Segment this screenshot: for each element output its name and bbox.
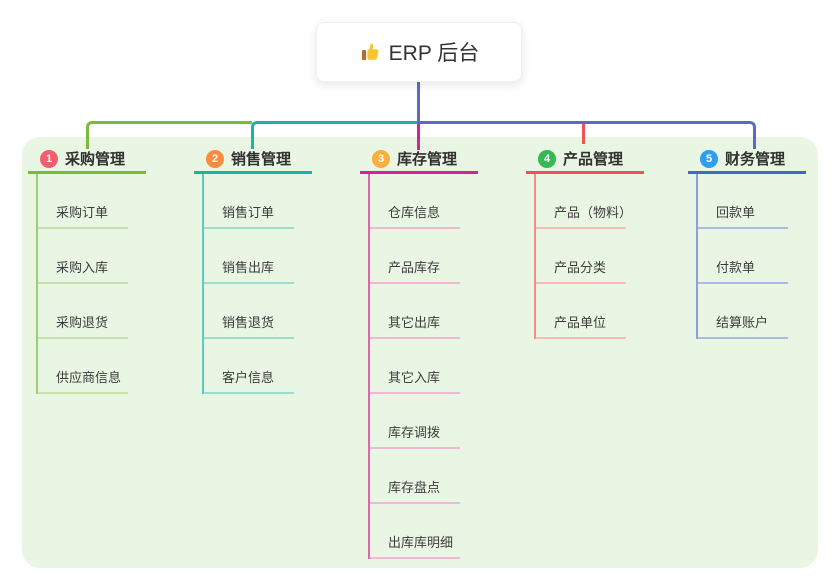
child-node[interactable]: 销售退货 bbox=[204, 284, 294, 339]
branch-number-badge: 5 bbox=[700, 149, 718, 168]
branch-number-badge: 2 bbox=[206, 149, 224, 168]
child-node[interactable]: 库存盘点 bbox=[370, 449, 460, 504]
child-node[interactable]: 销售出库 bbox=[204, 229, 294, 284]
branch-label: 库存管理 bbox=[397, 151, 458, 168]
branch-finance: 5 财务管理 回款单 付款单 结算账户 bbox=[688, 146, 806, 339]
child-node[interactable]: 采购入库 bbox=[38, 229, 128, 284]
branch-label: 财务管理 bbox=[725, 151, 786, 168]
child-node[interactable]: 采购订单 bbox=[38, 174, 128, 229]
branch-header-finance[interactable]: 5 财务管理 bbox=[688, 146, 806, 174]
branch-header-product[interactable]: 4 产品管理 bbox=[526, 146, 644, 174]
connector-branch-5 bbox=[417, 121, 756, 149]
child-node[interactable]: 产品库存 bbox=[370, 229, 460, 284]
child-node[interactable]: 出库库明细 bbox=[370, 504, 460, 559]
connector-branch-3 bbox=[417, 124, 420, 150]
branch-number-badge: 1 bbox=[40, 149, 58, 168]
child-node[interactable]: 产品分类 bbox=[536, 229, 626, 284]
branch-label: 产品管理 bbox=[563, 151, 624, 168]
child-node[interactable]: 客户信息 bbox=[204, 339, 294, 394]
child-node[interactable]: 产品单位 bbox=[536, 284, 626, 339]
branch-number-badge: 4 bbox=[538, 149, 556, 168]
child-node[interactable]: 付款单 bbox=[698, 229, 788, 284]
branch-product: 4 产品管理 产品（物料） 产品分类 产品单位 bbox=[526, 146, 644, 339]
root-connector-line bbox=[417, 82, 420, 123]
child-node[interactable]: 采购退货 bbox=[38, 284, 128, 339]
child-node[interactable]: 库存调拨 bbox=[370, 394, 460, 449]
branch-children: 仓库信息 产品库存 其它出库 其它入库 库存调拨 库存盘点 出库库明细 bbox=[368, 174, 460, 559]
root-node[interactable]: ERP 后台 bbox=[316, 22, 522, 82]
branch-children: 销售订单 销售出库 销售退货 客户信息 bbox=[202, 174, 294, 394]
child-node[interactable]: 回款单 bbox=[698, 174, 788, 229]
branch-children: 采购订单 采购入库 采购退货 供应商信息 bbox=[36, 174, 128, 394]
branch-header-sales[interactable]: 2 销售管理 bbox=[194, 146, 312, 174]
branch-inventory: 3 库存管理 仓库信息 产品库存 其它出库 其它入库 库存调拨 库存盘点 出库库… bbox=[360, 146, 478, 559]
child-node[interactable]: 产品（物料） bbox=[536, 174, 632, 229]
branch-header-inventory[interactable]: 3 库存管理 bbox=[360, 146, 478, 174]
child-node[interactable]: 供应商信息 bbox=[38, 339, 128, 394]
branch-purchase: 1 采购管理 采购订单 采购入库 采购退货 供应商信息 bbox=[28, 146, 146, 394]
child-node[interactable]: 其它出库 bbox=[370, 284, 460, 339]
child-node[interactable]: 仓库信息 bbox=[370, 174, 460, 229]
root-title: ERP 后台 bbox=[388, 42, 480, 65]
branch-label: 销售管理 bbox=[231, 151, 292, 168]
branch-children: 产品（物料） 产品分类 产品单位 bbox=[534, 174, 632, 339]
child-node[interactable]: 其它入库 bbox=[370, 339, 460, 394]
branch-label: 采购管理 bbox=[65, 151, 126, 168]
branch-children: 回款单 付款单 结算账户 bbox=[696, 174, 788, 339]
branch-header-purchase[interactable]: 1 采购管理 bbox=[28, 146, 146, 174]
branch-number-badge: 3 bbox=[372, 149, 390, 168]
connector-branch-2 bbox=[251, 121, 419, 149]
thumbs-up-icon bbox=[359, 41, 381, 63]
child-node[interactable]: 销售订单 bbox=[204, 174, 294, 229]
branches-panel bbox=[22, 137, 818, 568]
branch-sales: 2 销售管理 销售订单 销售出库 销售退货 客户信息 bbox=[194, 146, 312, 394]
child-node[interactable]: 结算账户 bbox=[698, 284, 788, 339]
connector-branch-1 bbox=[86, 121, 252, 149]
connector-branch-4 bbox=[582, 124, 585, 144]
